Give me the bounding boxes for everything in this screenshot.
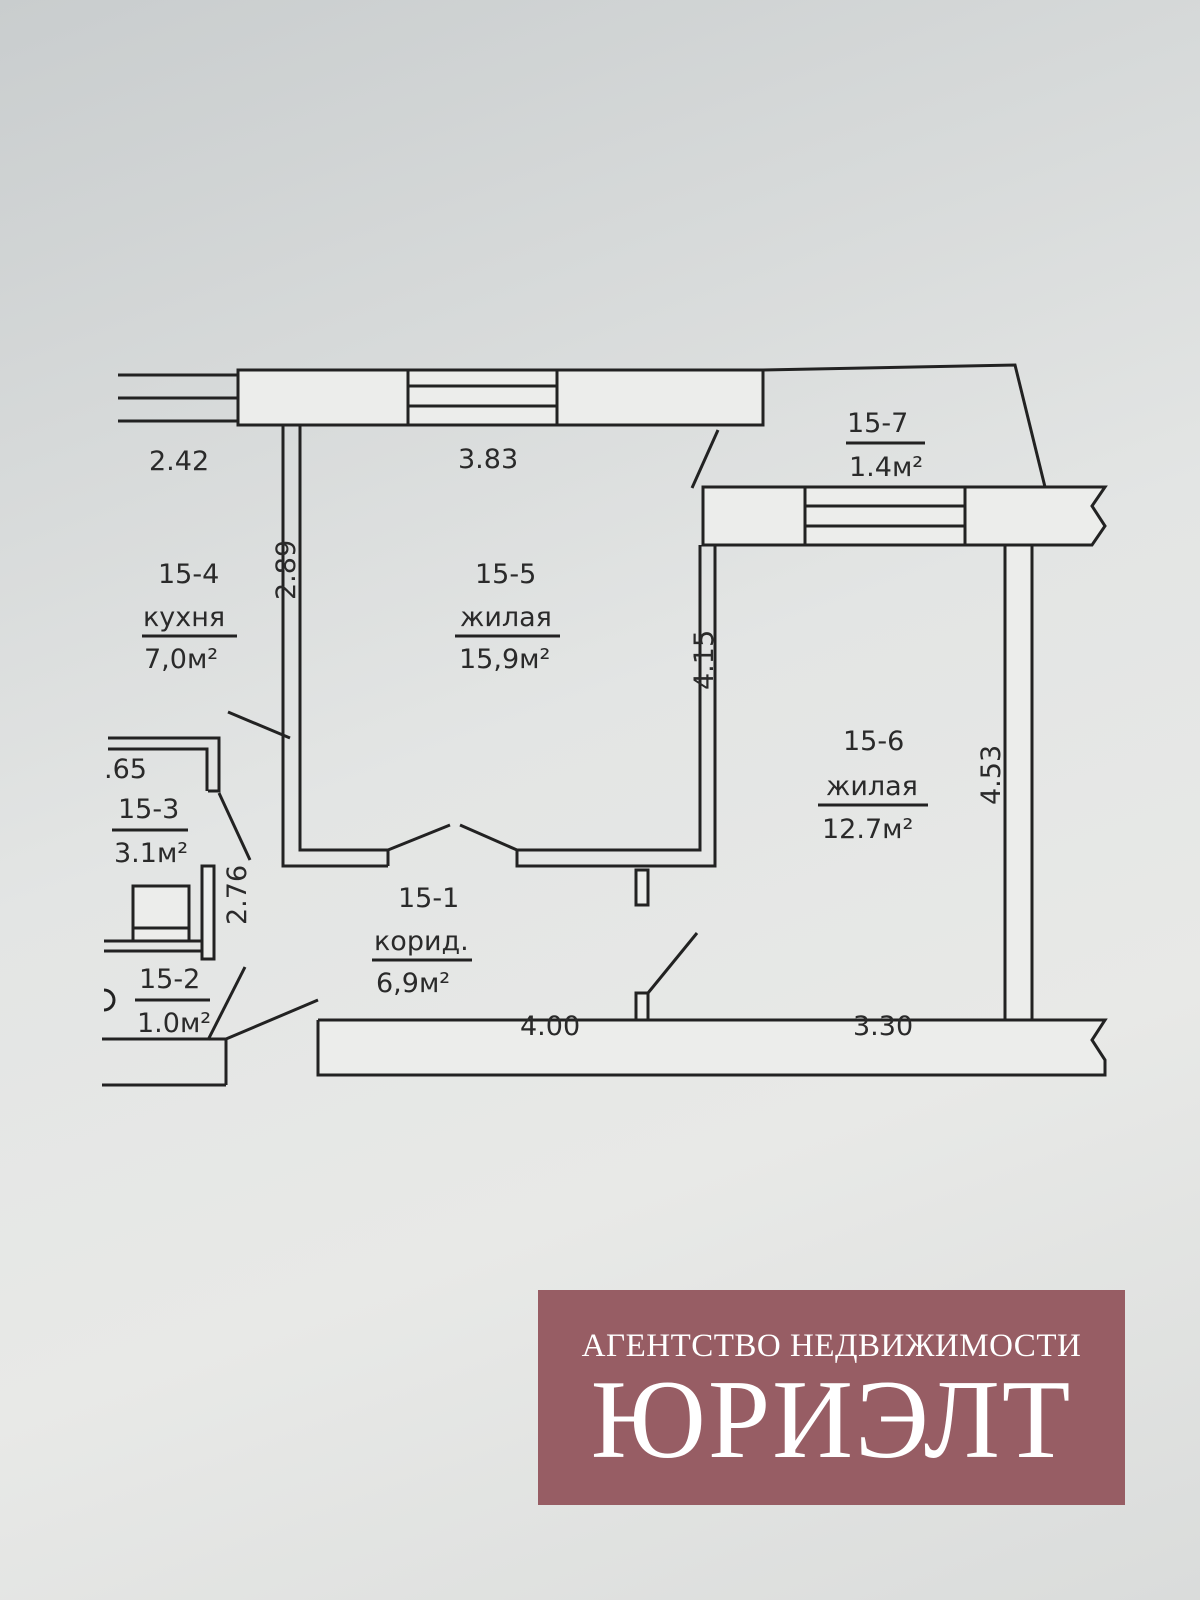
svg-text:15-3: 15-3 <box>118 794 179 825</box>
dimension-label: 4.53 <box>976 745 1007 805</box>
svg-text:кухня: кухня <box>143 602 225 633</box>
svg-text:15-4: 15-4 <box>158 559 219 590</box>
svg-text:корид.: корид. <box>374 926 469 957</box>
dimension-label: 3.83 <box>458 444 518 475</box>
top-wall <box>118 363 1047 488</box>
room-15-1-label: 15-1 корид. 6,9м² <box>372 883 472 999</box>
room-15-5-walls <box>281 425 717 868</box>
left-rooms <box>102 736 319 1087</box>
dimension-label: 2.76 <box>222 865 253 925</box>
svg-text:15-5: 15-5 <box>475 559 536 590</box>
watermark-subtitle: АГЕНТСТВО НЕДВИЖИМОСТИ <box>581 1328 1082 1364</box>
dimension-label: 4.00 <box>520 1011 580 1042</box>
svg-text:15-1: 15-1 <box>398 883 459 914</box>
dimension-label: 2.89 <box>271 540 302 600</box>
svg-text:15,9м²: 15,9м² <box>459 644 550 675</box>
watermark-logo: ЮРИЭЛТ <box>590 1358 1073 1482</box>
svg-text:1.4м²: 1.4м² <box>849 452 923 483</box>
svg-text:12.7м²: 12.7м² <box>822 814 913 845</box>
room-15-5-label: 15-5 жилая 15,9м² <box>455 559 560 675</box>
svg-text:15-6: 15-6 <box>843 726 904 757</box>
dimension-label: 3.30 <box>853 1011 913 1042</box>
svg-text:1.0м²: 1.0м² <box>137 1008 211 1039</box>
ventilation-icon <box>103 988 116 1012</box>
door-swing <box>646 932 699 994</box>
svg-text:жилая: жилая <box>460 602 552 633</box>
door-swing <box>227 710 291 740</box>
svg-text:15-7: 15-7 <box>847 408 908 439</box>
dimension-label: 4.15 <box>689 630 720 690</box>
dimension-label: 2.42 <box>149 446 209 477</box>
right-top-wall <box>701 485 1108 1029</box>
svg-text:15-2: 15-2 <box>139 964 200 995</box>
room-15-7-label: 15-7 1.4м² <box>846 408 925 483</box>
bottom-wall <box>316 1018 1108 1077</box>
svg-text:7,0м²: 7,0м² <box>144 644 218 675</box>
room-15-4-label: 15-4 кухня 7,0м² <box>142 559 237 675</box>
svg-text:жилая: жилая <box>826 771 918 802</box>
room-15-6-label: 15-6 жилая 12.7м² <box>818 726 928 845</box>
partition <box>634 868 650 907</box>
leader-line <box>690 429 720 489</box>
svg-text:6,9м²: 6,9м² <box>376 968 450 999</box>
room-15-3-label: 15-3 3.1м² <box>112 794 188 869</box>
svg-text:3.1м²: 3.1м² <box>114 838 188 869</box>
partition <box>634 991 650 1022</box>
agency-watermark: АГЕНТСТВО НЕДВИЖИМОСТИ ЮРИЭЛТ <box>538 1290 1125 1505</box>
dimension-label: .65 <box>104 754 147 785</box>
room-15-2-label: 15-2 1.0м² <box>135 964 211 1039</box>
